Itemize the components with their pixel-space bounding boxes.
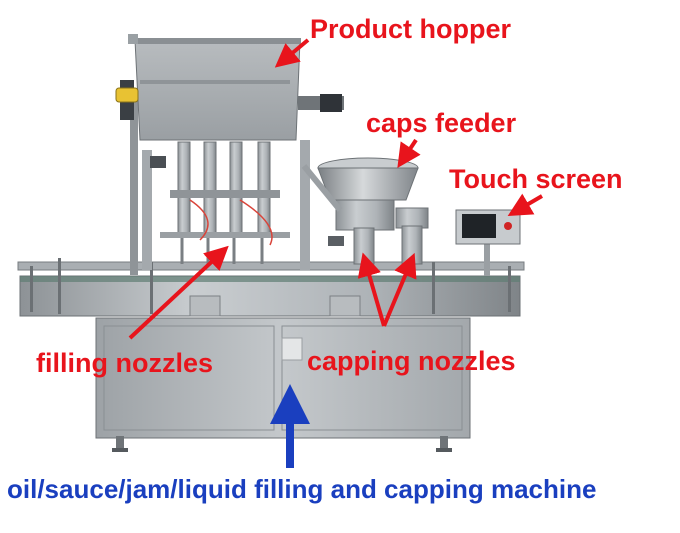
filling-nozzles-label: filling nozzles xyxy=(36,348,214,378)
caps-feeder-bowl xyxy=(301,157,429,265)
touch-screen-label: Touch screen xyxy=(449,164,623,194)
machine-caption: oil/sauce/jam/liquid filling and capping… xyxy=(7,474,597,504)
hopper xyxy=(115,34,344,141)
conveyor xyxy=(17,258,525,317)
arrow-capping-nozzle-left xyxy=(357,252,386,327)
arrow-touch-screen xyxy=(507,193,544,217)
arrow-product-hopper xyxy=(274,38,310,68)
product-hopper-label: Product hopper xyxy=(310,14,511,44)
arrow-caps-feeder xyxy=(397,138,421,168)
filling-heads xyxy=(150,141,290,264)
arrow-filling-nozzles xyxy=(128,245,229,340)
caps-feeder-label: caps feeder xyxy=(366,108,517,138)
arrow-capping-nozzle-right xyxy=(382,252,417,327)
capping-nozzles-label: capping nozzles xyxy=(307,346,516,376)
